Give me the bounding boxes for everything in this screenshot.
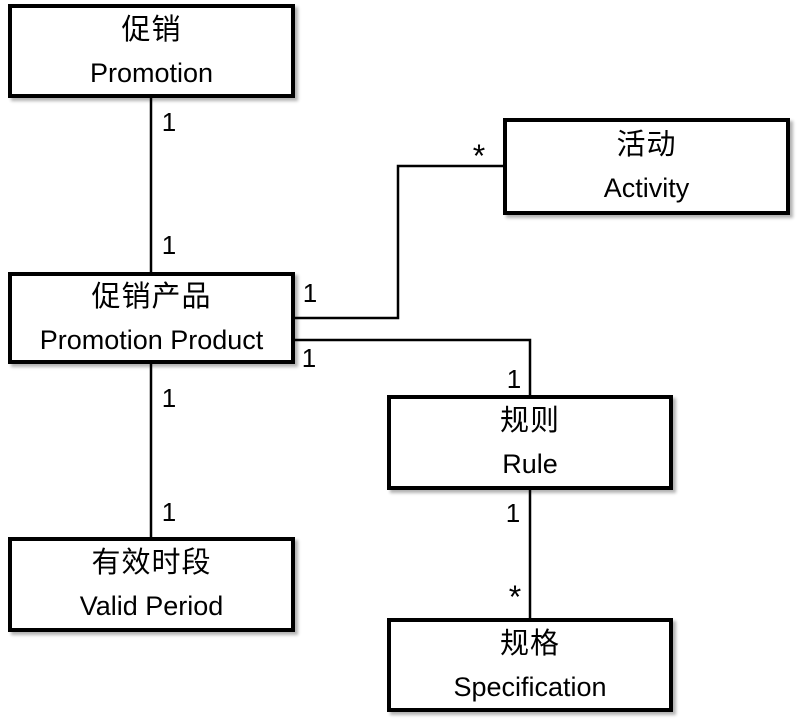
node-valid-period-label-en: Valid Period [79, 591, 224, 621]
node-activity-label-zh: 活动 [616, 129, 677, 161]
multiplicity-activity-end: * [472, 138, 486, 174]
node-rule-label-zh: 规则 [499, 405, 560, 437]
node-specification-label-en: Specification [453, 671, 607, 702]
edge-promotion-product-to-activity [295, 164, 503, 320]
multiplicity-promotion-product-end-top: 1 [161, 230, 177, 260]
multiplicity-rule-end-top: 1 [506, 364, 522, 394]
multiplicity-promotion-product-end-bottom: 1 [161, 383, 177, 413]
node-promotion: 促销 Promotion [8, 4, 295, 98]
node-activity: 活动 Activity [503, 118, 790, 215]
multiplicity-promotion-end: 1 [161, 107, 177, 137]
node-promotion-product-label-zh: 促销产品 [91, 280, 212, 313]
node-activity-label-en: Activity [603, 173, 690, 203]
multiplicity-rule-end-bottom: 1 [505, 498, 521, 528]
node-specification: 规格 Specification [387, 618, 673, 712]
node-specification-label-zh: 规格 [499, 627, 560, 660]
node-rule-label-en: Rule [502, 449, 558, 479]
edge-promotion-product-to-rule [295, 338, 532, 395]
node-valid-period-label-zh: 有效时段 [91, 547, 212, 579]
node-promotion-product: 促销产品 Promotion Product [8, 272, 295, 364]
multiplicity-valid-period-end: 1 [161, 497, 177, 527]
node-promotion-label-zh: 促销 [121, 13, 182, 46]
node-promotion-product-label-en: Promotion Product [39, 324, 264, 355]
multiplicity-specification-end: * [508, 579, 522, 615]
node-valid-period: 有效时段 Valid Period [8, 537, 295, 632]
multiplicity-promotion-product-end-right-upper: 1 [302, 278, 318, 308]
node-rule: 规则 Rule [387, 395, 673, 490]
multiplicity-promotion-product-end-right-lower: 1 [301, 343, 317, 373]
node-promotion-label-en: Promotion [89, 57, 214, 88]
